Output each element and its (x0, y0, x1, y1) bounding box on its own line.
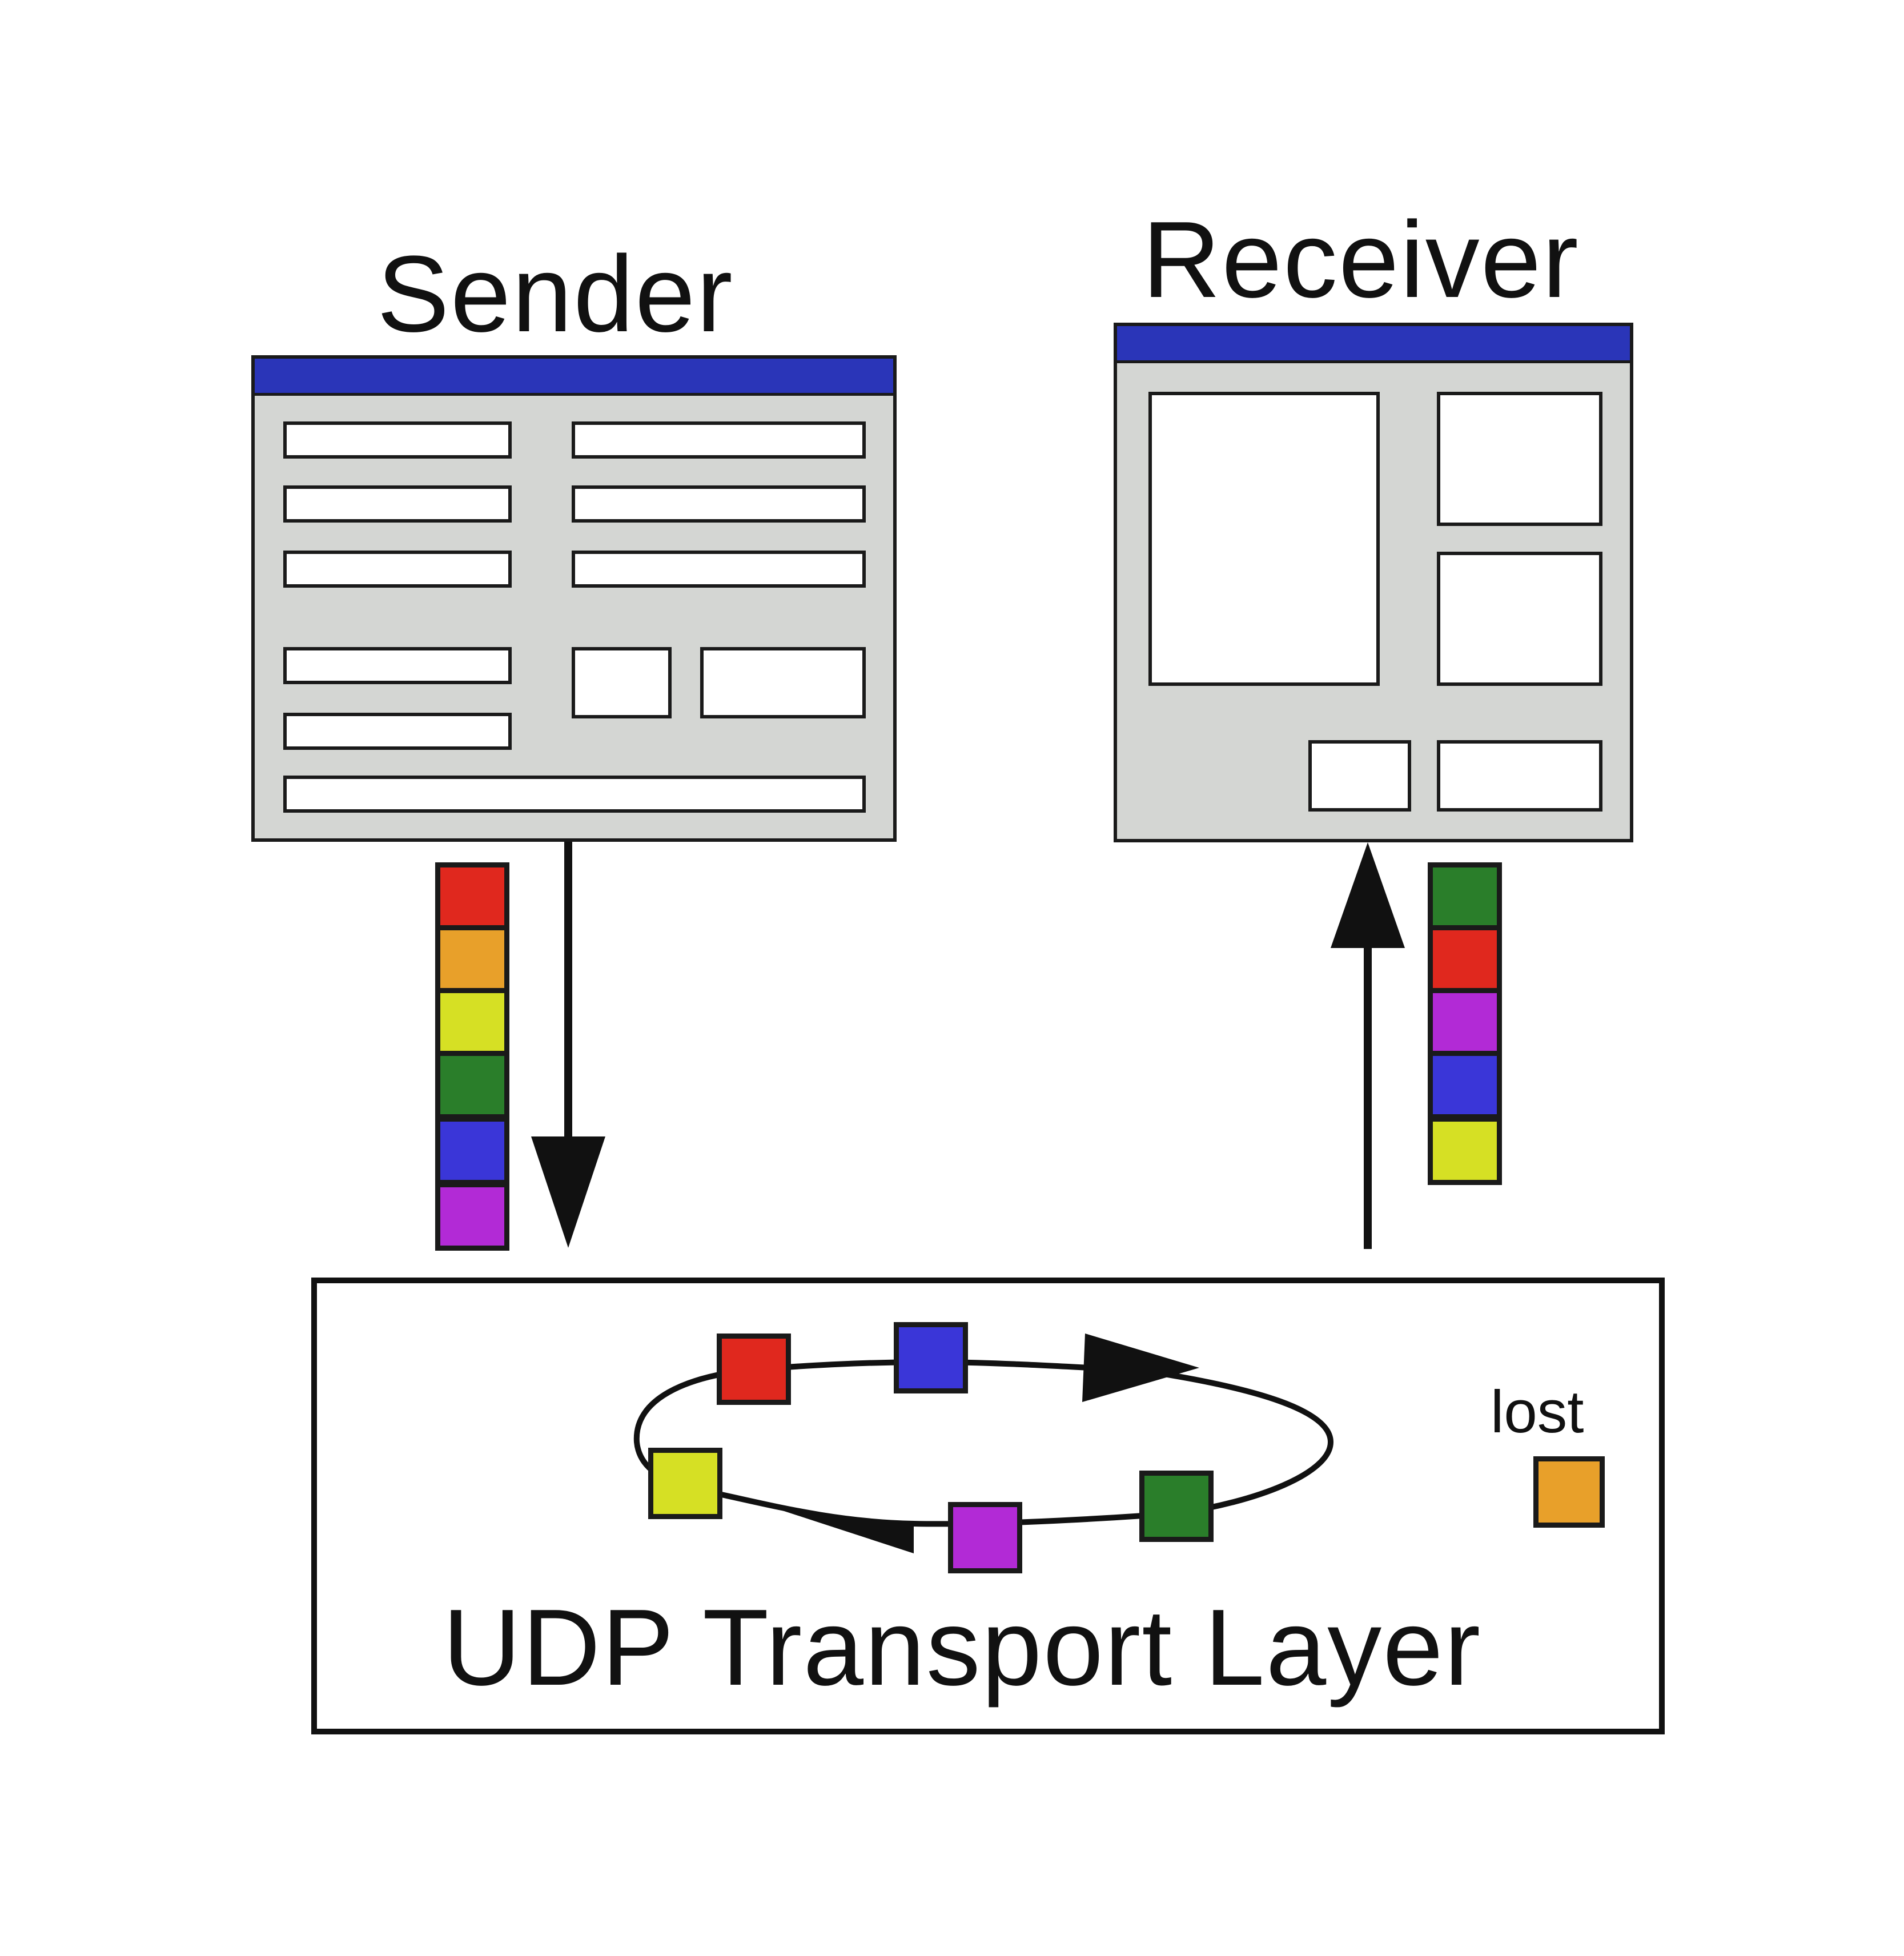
lost-label: lost (1491, 1379, 1584, 1445)
sender-field-7 (283, 647, 512, 684)
lost-packet-orange (1533, 1456, 1605, 1528)
sender-field-8 (572, 647, 672, 718)
transit-arrowhead-right (1082, 1334, 1199, 1402)
received-packet-red (1428, 925, 1502, 994)
transit-arrowhead-left (782, 1511, 914, 1553)
transit-packet-green (1139, 1471, 1214, 1542)
receiver-panel-top-right (1437, 392, 1602, 526)
sent-packet-orange (435, 925, 509, 994)
sent-packet-green (435, 1051, 509, 1119)
sender-field-4 (572, 485, 866, 523)
sender-field-11 (283, 776, 866, 813)
received-packet-purple (1428, 988, 1502, 1057)
receiver-window (1114, 323, 1633, 842)
sender-field-1 (283, 421, 512, 459)
sender-down-arrowhead (531, 1136, 605, 1248)
receiver-panel-large (1148, 392, 1380, 686)
sender-label: Sender (377, 234, 734, 355)
receiver-panel-mid-right (1437, 552, 1602, 686)
sent-packet-red (435, 862, 509, 931)
sent-packet-blue (435, 1116, 509, 1185)
transit-packet-purple (948, 1502, 1022, 1573)
udp-transport-layer-label: UDP Transport Layer (443, 1587, 1482, 1708)
sent-packet-purple (435, 1182, 509, 1251)
sent-packet-yellow (435, 988, 509, 1057)
transit-packet-yellow (648, 1448, 722, 1519)
receiver-field-small (1308, 740, 1411, 812)
sender-field-9 (700, 647, 866, 718)
sender-field-10 (283, 713, 512, 750)
sender-field-5 (283, 551, 512, 588)
sender-titlebar (255, 359, 893, 396)
receiver-field-wide (1437, 740, 1602, 812)
received-packet-yellow (1428, 1116, 1502, 1185)
receiver-up-arrowhead (1331, 842, 1405, 948)
transit-packet-red (717, 1334, 791, 1405)
receiver-label: Receiver (1142, 199, 1580, 320)
sender-field-3 (283, 485, 512, 523)
received-packet-green (1428, 862, 1502, 931)
sender-field-6 (572, 551, 866, 588)
sender-field-2 (572, 421, 866, 459)
sender-window (251, 355, 897, 842)
transit-packet-blue (894, 1322, 968, 1393)
received-packet-blue (1428, 1051, 1502, 1119)
receiver-titlebar (1117, 326, 1630, 363)
